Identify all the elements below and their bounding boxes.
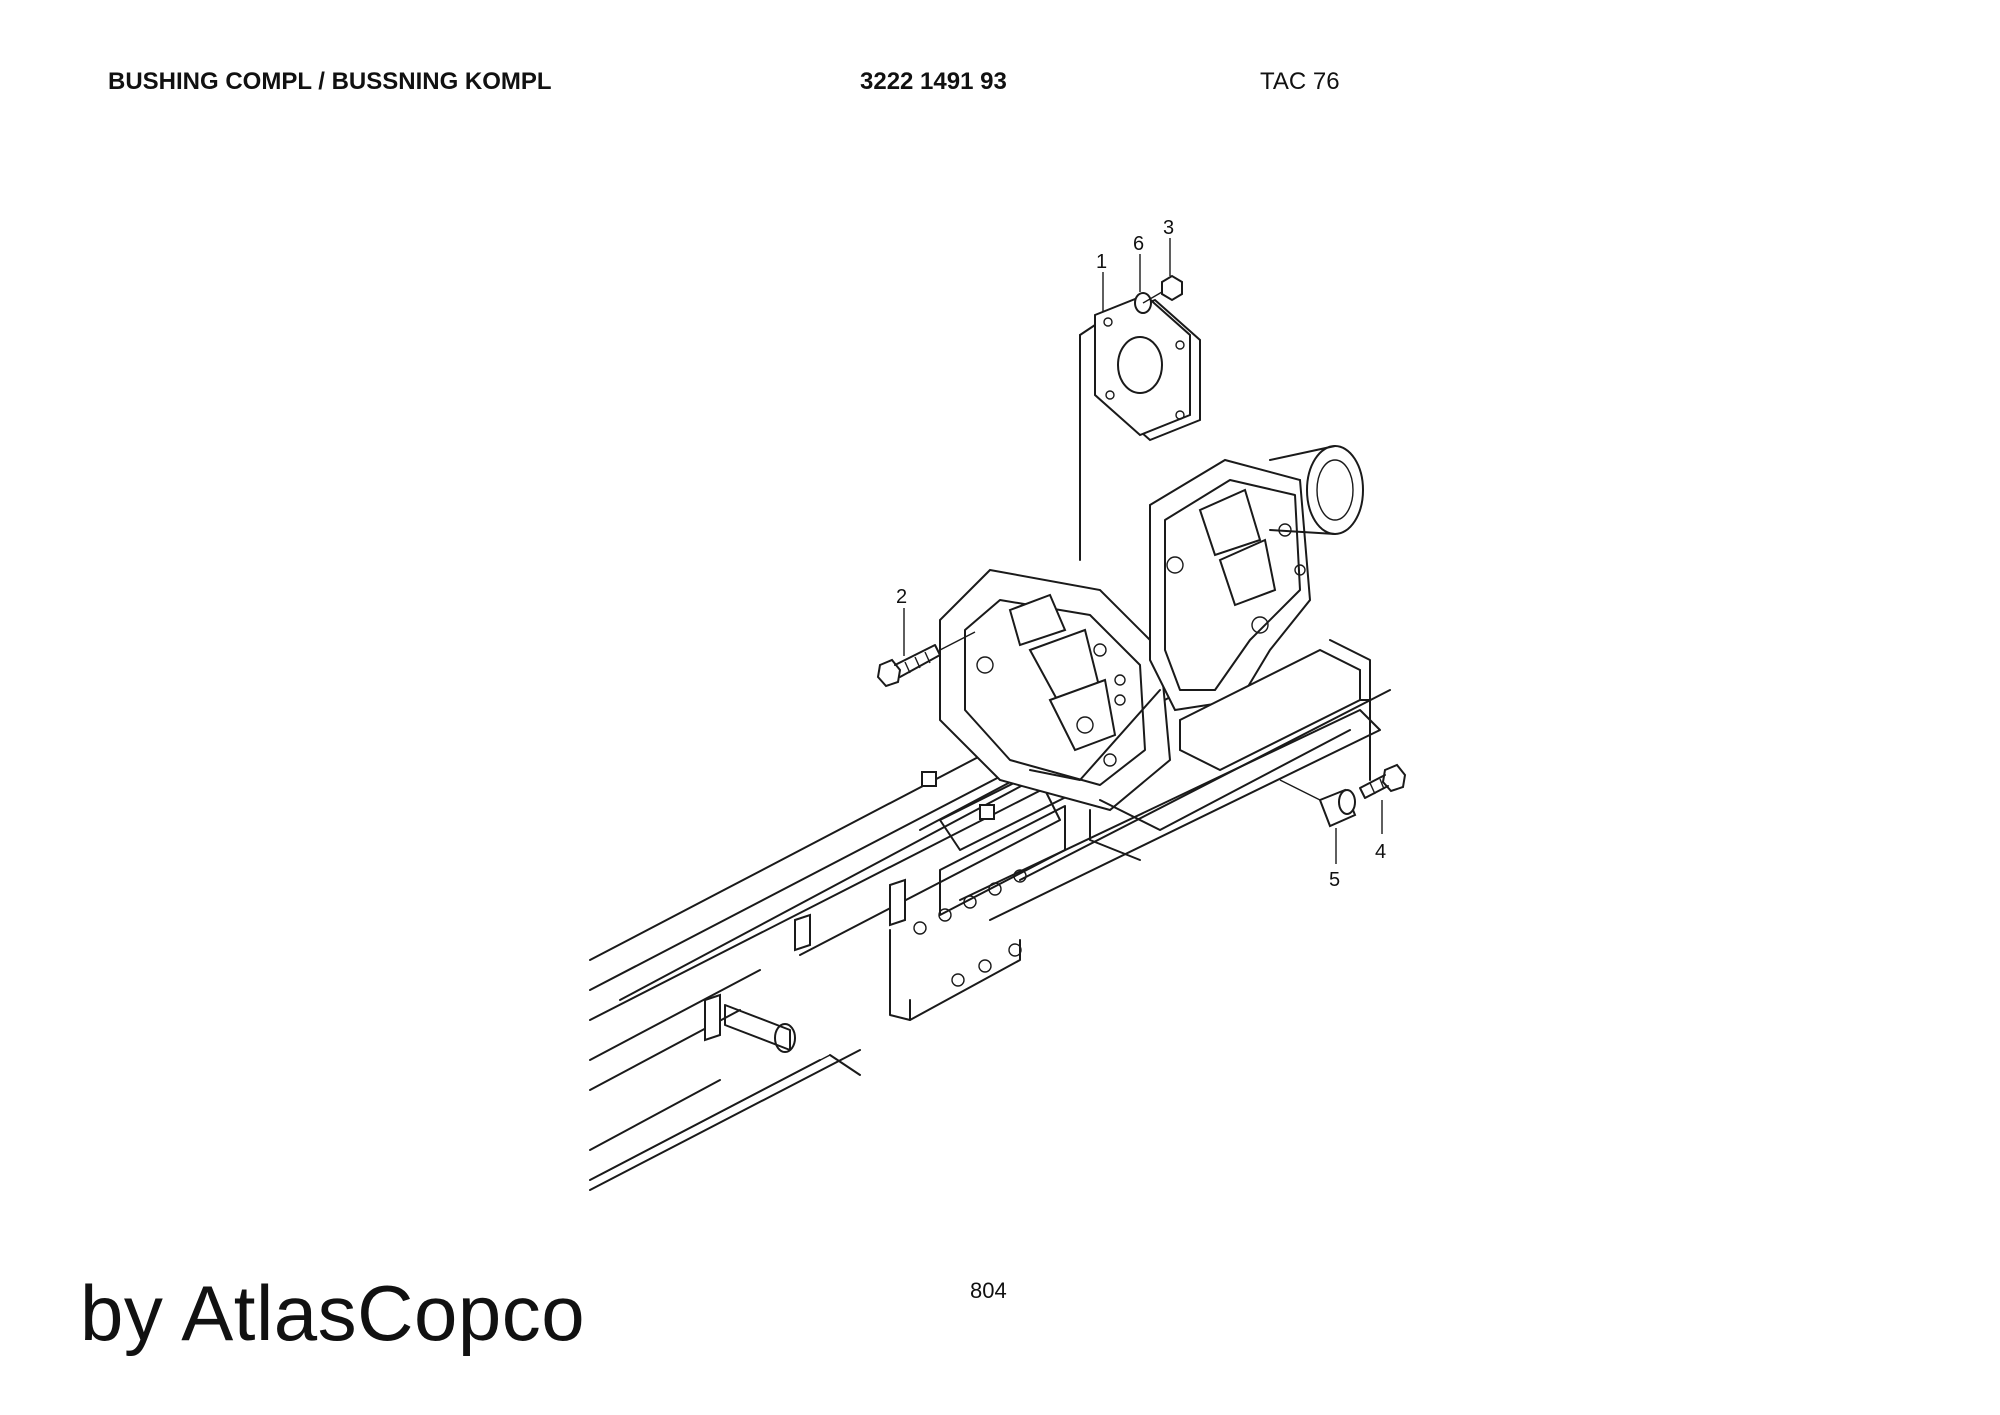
callout-4: 4 <box>1375 800 1386 863</box>
callout-5: 5 <box>1329 828 1340 891</box>
callout-label: 2 <box>896 586 907 608</box>
front-centralizer <box>939 568 1351 861</box>
callout-label: 3 <box>1163 217 1174 239</box>
callout-label: 1 <box>1096 251 1107 273</box>
page-number: 804 <box>970 1278 1007 1303</box>
page-title: BUSHING COMPL / BUSSNING KOMPL <box>108 68 552 95</box>
flange-plate <box>1079 293 1201 561</box>
rear-centralizer <box>1149 445 1371 781</box>
bushing <box>1279 779 1357 828</box>
bolt-front <box>876 631 976 688</box>
callout-label: 6 <box>1133 233 1144 255</box>
bolt-rear <box>1359 763 1407 799</box>
callout-2: 2 <box>896 586 907 656</box>
callout-6: 6 <box>1133 233 1144 292</box>
nut <box>1161 274 1183 302</box>
callout-1: 1 <box>1096 251 1107 312</box>
callout-label: 4 <box>1375 841 1386 863</box>
model-code: TAC 76 <box>1260 68 1340 95</box>
brand-watermark: by AtlasCopco <box>80 1269 586 1357</box>
callout-3: 3 <box>1163 217 1174 276</box>
part-number: 3222 1491 93 <box>860 68 1007 95</box>
callout-label: 5 <box>1329 869 1340 891</box>
feed-beam <box>589 659 1391 1191</box>
